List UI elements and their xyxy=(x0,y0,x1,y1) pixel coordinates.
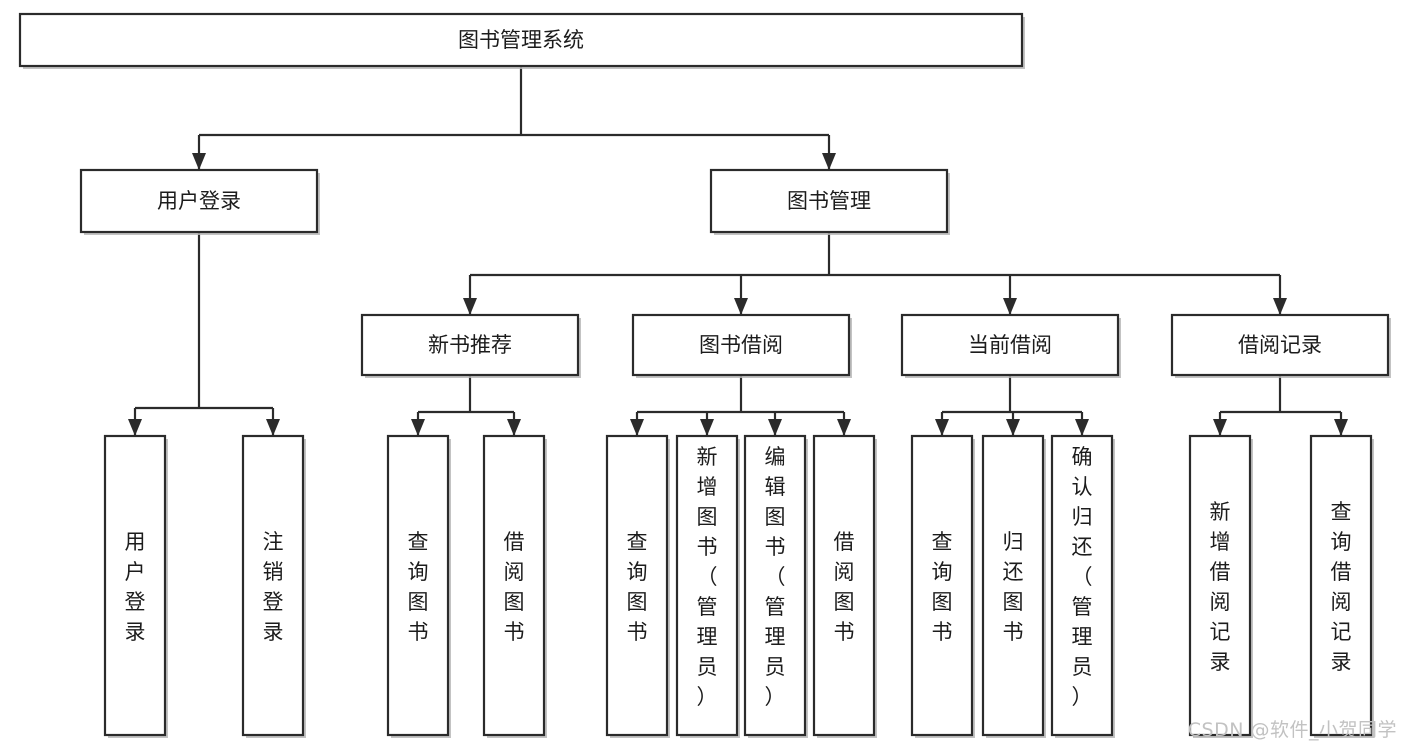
arrow-head-icon xyxy=(630,419,644,436)
arrow-head-icon xyxy=(935,419,949,436)
node-box[interactable] xyxy=(675,434,739,737)
node-borrow-record[interactable]: 借阅记录 xyxy=(1170,313,1391,378)
node-label: 新增图书（管理员） xyxy=(697,445,718,709)
node-label: 图书管理 xyxy=(787,189,871,213)
node-box[interactable] xyxy=(103,434,167,737)
arrow-head-icon xyxy=(507,419,521,436)
node-box[interactable] xyxy=(910,434,974,737)
connector-group-book-manage xyxy=(463,232,1287,315)
arrow-head-icon xyxy=(411,419,425,436)
node-user-login[interactable]: 用户登录 xyxy=(79,168,320,235)
node-label: 注销登录 xyxy=(263,530,284,644)
node-box[interactable] xyxy=(1050,434,1114,737)
connector-group-new-book-rec xyxy=(411,375,521,436)
node-leaf-borrow-book-1[interactable]: 借阅图书 xyxy=(482,434,547,738)
node-book-borrow[interactable]: 图书借阅 xyxy=(631,313,852,378)
node-box[interactable] xyxy=(812,434,876,737)
node-new-book-rec[interactable]: 新书推荐 xyxy=(360,313,581,378)
node-label: 图书借阅 xyxy=(699,333,783,357)
connector-group-book-borrow xyxy=(630,375,851,436)
arrow-head-icon xyxy=(1075,419,1089,436)
node-box[interactable] xyxy=(605,434,669,737)
node-box[interactable] xyxy=(1170,313,1390,377)
arrow-head-icon xyxy=(266,419,280,436)
node-leaf-return-book[interactable]: 归还图书 xyxy=(981,434,1046,738)
node-leaf-query-book-2[interactable]: 查询图书 xyxy=(605,434,670,738)
arrow-head-icon xyxy=(1213,419,1227,436)
node-box[interactable] xyxy=(241,434,305,737)
node-current-borrow[interactable]: 当前借阅 xyxy=(900,313,1121,378)
node-box[interactable] xyxy=(18,12,1024,68)
node-leaf-edit-book[interactable]: 编辑图书（管理员） xyxy=(743,434,808,738)
arrow-head-icon xyxy=(700,419,714,436)
node-leaf-query-record[interactable]: 查询借阅记录 xyxy=(1309,434,1374,738)
arrow-head-icon xyxy=(1334,419,1348,436)
arrow-head-icon xyxy=(822,153,836,170)
arrow-head-icon xyxy=(128,419,142,436)
node-box[interactable] xyxy=(360,313,580,377)
connector-group-root xyxy=(192,66,836,170)
node-label: 确认归还（管理员） xyxy=(1072,445,1093,709)
arrow-head-icon xyxy=(463,298,477,315)
node-box[interactable] xyxy=(743,434,807,737)
node-box[interactable] xyxy=(900,313,1120,377)
node-box[interactable] xyxy=(386,434,450,737)
node-label: 查询图书 xyxy=(932,530,953,644)
node-leaf-add-record[interactable]: 新增借阅记录 xyxy=(1188,434,1253,738)
arrow-head-icon xyxy=(1273,298,1287,315)
node-label: 当前借阅 xyxy=(968,333,1052,357)
arrow-head-icon xyxy=(192,153,206,170)
node-leaf-logout-login[interactable]: 注销登录 xyxy=(241,434,306,738)
arrow-head-icon xyxy=(1006,419,1020,436)
node-label: 归还图书 xyxy=(1003,530,1024,644)
node-box[interactable] xyxy=(482,434,546,737)
node-root[interactable]: 图书管理系统 xyxy=(18,12,1025,69)
arrow-head-icon xyxy=(1003,298,1017,315)
connector-group-borrow-record xyxy=(1213,375,1348,436)
node-label: 用户登录 xyxy=(157,189,241,213)
node-label: 查询图书 xyxy=(627,530,648,644)
node-leaf-query-book-1[interactable]: 查询图书 xyxy=(386,434,451,738)
node-leaf-user-login[interactable]: 用户登录 xyxy=(103,434,168,738)
node-box[interactable] xyxy=(631,313,851,377)
node-label: 图书管理系统 xyxy=(458,28,584,52)
connector-lines xyxy=(128,66,1348,436)
node-box[interactable] xyxy=(79,168,319,234)
node-label: 编辑图书（管理员） xyxy=(765,445,786,709)
node-leaf-query-book-3[interactable]: 查询图书 xyxy=(910,434,975,738)
node-book-manage[interactable]: 图书管理 xyxy=(709,168,950,235)
node-label: 借阅图书 xyxy=(504,530,525,644)
node-label: 新增借阅记录 xyxy=(1210,500,1231,674)
node-label: 查询图书 xyxy=(408,530,429,644)
node-label: 用户登录 xyxy=(125,530,146,644)
node-box[interactable] xyxy=(1309,434,1373,737)
node-boxes: 图书管理系统用户登录图书管理新书推荐图书借阅当前借阅借阅记录用户登录注销登录查询… xyxy=(18,12,1391,738)
node-label: 借阅记录 xyxy=(1238,333,1322,357)
node-label: 借阅图书 xyxy=(834,530,855,644)
node-label: 查询借阅记录 xyxy=(1331,500,1352,674)
node-leaf-add-book[interactable]: 新增图书（管理员） xyxy=(675,434,740,738)
arrow-head-icon xyxy=(837,419,851,436)
node-box[interactable] xyxy=(1188,434,1252,737)
node-leaf-confirm-return[interactable]: 确认归还（管理员） xyxy=(1050,434,1115,738)
arrow-head-icon xyxy=(768,419,782,436)
arrow-head-icon xyxy=(734,298,748,315)
node-box[interactable] xyxy=(981,434,1045,737)
node-label: 新书推荐 xyxy=(428,333,512,357)
node-box[interactable] xyxy=(709,168,949,234)
connector-group-user-login xyxy=(128,232,280,436)
connector-group-current-borrow xyxy=(935,375,1089,436)
node-leaf-borrow-book-2[interactable]: 借阅图书 xyxy=(812,434,877,738)
